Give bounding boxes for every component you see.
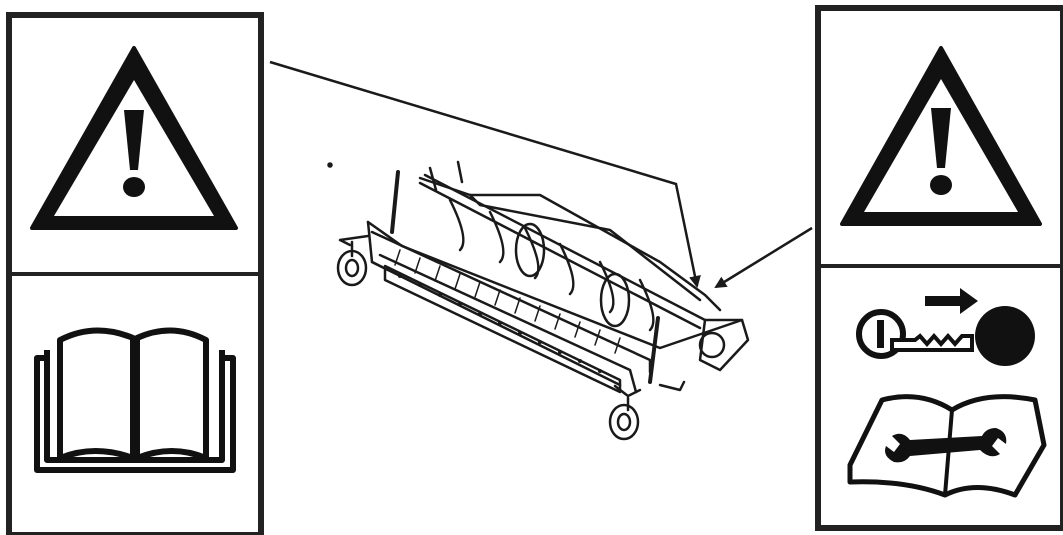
right-decal <box>815 5 1063 531</box>
left-leader-arrow <box>269 60 701 288</box>
leader-arrows <box>269 60 813 289</box>
service-manual-wrench-icon <box>847 394 1047 498</box>
left-decal <box>6 12 264 535</box>
right-leader-arrow <box>714 226 813 289</box>
remove-ignition-key-icon <box>856 288 1035 366</box>
arrow-right-icon <box>925 288 978 314</box>
operator-manual-icon <box>34 327 236 473</box>
header-machine-illustration <box>327 160 750 441</box>
warning-triangle-icon <box>30 46 238 230</box>
warning-triangle-icon <box>840 46 1042 226</box>
